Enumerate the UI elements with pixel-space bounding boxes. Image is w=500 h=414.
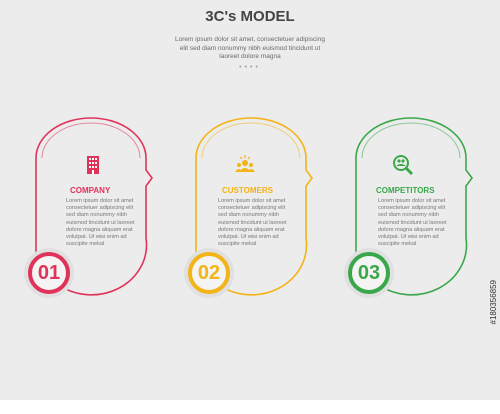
card-heading: COMPETITORS: [376, 186, 435, 195]
stock-id-watermark: #180356859: [489, 280, 498, 325]
card-frame: [195, 117, 313, 296]
page-title: 3C's MODEL: [205, 8, 295, 25]
number-badge-03: 03: [348, 252, 390, 294]
number-badge-01: 01: [28, 252, 70, 294]
card-frame: [355, 117, 473, 296]
group-people-icon: [234, 154, 256, 176]
card-heading: CUSTOMERS: [222, 186, 273, 195]
card-frame: [35, 117, 153, 296]
building-icon: [82, 154, 104, 176]
card-heading: COMPANY: [70, 186, 111, 195]
divider-dots: ••••: [239, 64, 261, 71]
watermark-bar: [0, 400, 500, 414]
search-people-icon: [392, 154, 414, 176]
subtitle-text: Lorem ipsum dolor sit amet, consectetuer…: [175, 36, 325, 60]
number-badge-02: 02: [188, 252, 230, 294]
